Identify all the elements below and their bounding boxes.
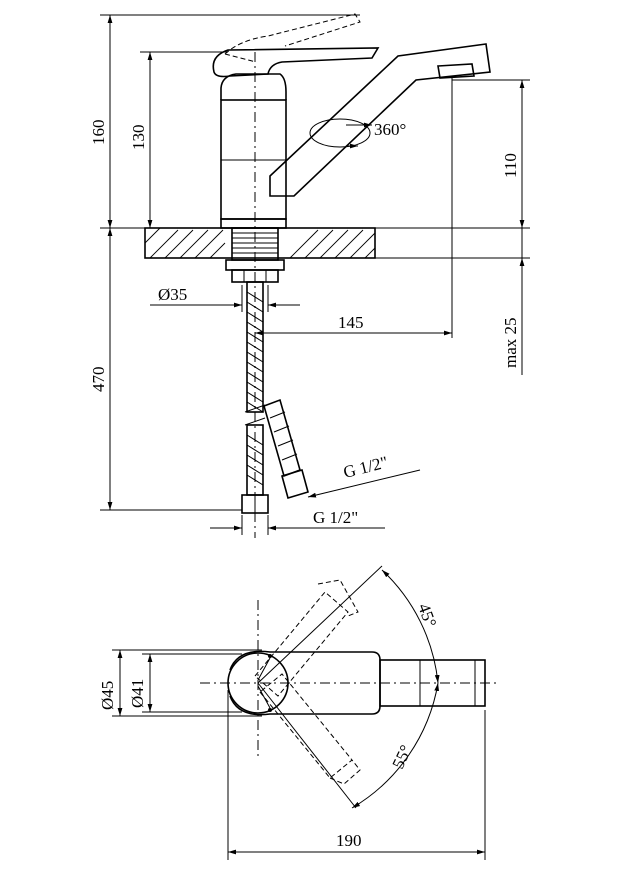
dim-total-length: 190	[336, 831, 362, 850]
countertop-section	[144, 227, 376, 283]
lever-handle	[212, 13, 380, 78]
faucet-body	[220, 73, 287, 229]
angle-ray-lower	[257, 682, 357, 809]
dim-base-diameter: Ø35	[158, 285, 187, 304]
angle-arc-lower	[351, 682, 440, 809]
front-dimensions: 160 130 110 max 25 Ø35 145	[89, 14, 530, 535]
top-length-dim: 190	[227, 690, 486, 860]
dim-spout-reach: 145	[338, 313, 364, 332]
front-view: 360° 160	[89, 13, 530, 538]
supply-hoses	[241, 281, 309, 514]
angle-ray-upper	[257, 565, 383, 684]
top-view: 45° 55° Ø45 Ø41 190	[98, 565, 500, 860]
top-diameter-dims: Ø45 Ø41	[98, 649, 262, 717]
rotation-label: 360°	[374, 120, 406, 139]
dim-angle-left: 45°	[414, 601, 440, 630]
rotated-spout-ghosts	[254, 579, 361, 785]
dim-inner-diameter: Ø41	[128, 679, 147, 708]
dim-max-thickness: max 25	[501, 317, 520, 368]
rotation-indicator: 360°	[309, 118, 406, 149]
dim-outer-diameter: Ø45	[98, 681, 117, 710]
dim-hose-length: 470	[89, 367, 108, 393]
dim-total-height: 160	[89, 120, 108, 146]
dim-thread-upper: G 1/2"	[341, 453, 389, 482]
dim-thread-lower: G 1/2"	[313, 508, 358, 527]
dim-angle-right: 55°	[388, 742, 415, 772]
dim-body-height: 130	[129, 125, 148, 151]
angle-arc-upper	[381, 569, 440, 684]
dim-spout-height: 110	[501, 153, 520, 178]
